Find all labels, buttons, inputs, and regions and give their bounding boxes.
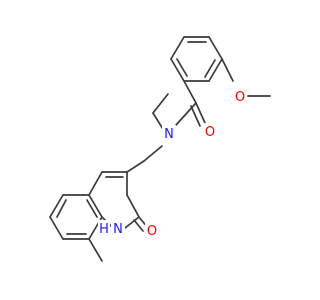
ring-nitrogen-label: N	[113, 222, 123, 237]
bond-ethyl-ch2-ch3	[152, 93, 169, 114]
bond-ch2-quinoline	[126, 160, 145, 173]
amide-nitrogen-label: N	[164, 127, 174, 142]
bond-n-ch2-linker	[143, 145, 163, 162]
bond-carbonyl-n	[175, 102, 197, 126]
pyridone-ring	[88, 171, 140, 229]
bond-carbonyl-double-1	[195, 102, 206, 124]
benzo-ring	[49, 194, 103, 240]
bond-lactam-double-2	[133, 219, 144, 232]
bond-carbonyl-double-2	[190, 105, 201, 127]
ether-oxygen-label: O	[235, 90, 245, 105]
molecule-canvas: O O N O N H	[49, 36, 271, 262]
methoxyphenyl-ring	[170, 36, 223, 82]
bond-aryl-ether-o	[221, 58, 234, 82]
molecule-structure: O O N O N H	[49, 36, 271, 262]
lactam-oxygen-label: O	[147, 224, 157, 239]
bond-aryl-methyl	[88, 238, 103, 262]
amide-oxygen-label: O	[205, 125, 215, 140]
ring-nitrogen-hydrogen-label: H	[99, 222, 109, 237]
bond-ring-carbonyl	[183, 80, 197, 104]
